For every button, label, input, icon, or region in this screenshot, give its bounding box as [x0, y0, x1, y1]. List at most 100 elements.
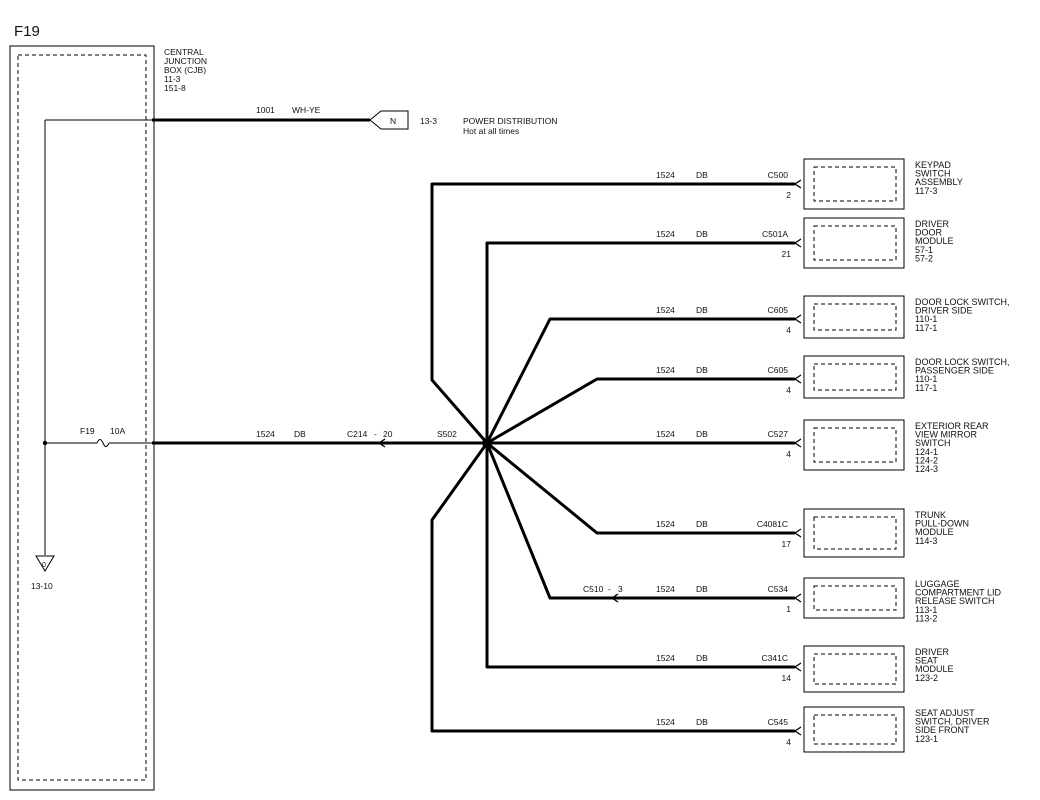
component-box — [803, 419, 905, 471]
cjb-label-line: JUNCTION — [164, 56, 207, 66]
branch-circuit: 1524 — [656, 305, 675, 315]
branch-connector: C605 — [768, 365, 789, 375]
component-description: 117-3 — [915, 186, 937, 196]
component-inner-box — [813, 225, 897, 261]
branch-color: DB — [696, 519, 708, 529]
branch-color: DB — [696, 365, 708, 375]
component-description: SWITCH — [915, 169, 951, 179]
component-box — [803, 645, 905, 693]
branch-connector-arrow — [793, 238, 802, 248]
branch-color: DB — [696, 653, 708, 663]
branch-connector: C501A — [762, 229, 788, 239]
power-page-ref: 13-3 — [420, 116, 437, 126]
branch-wire — [486, 377, 795, 445]
component-inner-box — [813, 585, 897, 611]
component-description: 114-3 — [915, 536, 937, 546]
branch-inline-connector: C510 — [583, 584, 604, 594]
branch-connector-arrow — [793, 374, 802, 384]
power-terminal-letter: N — [390, 116, 396, 126]
component-inner-box — [813, 714, 897, 745]
cjb-inner-box — [17, 54, 147, 781]
branch-connector: C605 — [768, 305, 789, 315]
component-inner-box — [813, 166, 897, 202]
branch-circuit: 1524 — [656, 170, 675, 180]
component-description: 124-2 — [915, 455, 938, 465]
branch-inline-dash: - — [608, 584, 611, 594]
branch-pin: 14 — [782, 673, 792, 683]
component-description: 117-1 — [915, 323, 937, 333]
component-description: 110-1 — [915, 374, 937, 384]
component-description: 124-3 — [915, 464, 938, 474]
component-description: DRIVER SIDE — [915, 306, 973, 316]
branch-pin: 4 — [786, 385, 791, 395]
branch-color: DB — [696, 305, 708, 315]
power-circuit-label: 1001 — [256, 105, 275, 115]
power-terminal-tag — [369, 110, 409, 130]
branch-connector: C341C — [762, 653, 788, 663]
branch-pin: 4 — [786, 737, 791, 747]
component-description: SWITCH — [915, 438, 951, 448]
cjb-label-line: BOX (CJB) — [164, 65, 206, 75]
component-box — [803, 158, 905, 210]
component-description: 123-1 — [915, 734, 938, 744]
component-description: DOOR LOCK SWITCH, — [915, 297, 1010, 307]
component-description: 124-1 — [915, 447, 938, 457]
component-description: COMPARTMENT LID — [915, 588, 1002, 598]
branch-connector-arrow — [793, 593, 802, 603]
branch-circuit: 1524 — [656, 229, 675, 239]
cjb-label-line: CENTRAL — [164, 47, 204, 57]
cjb-label-line: 151-8 — [164, 83, 186, 93]
component-description: ASSEMBLY — [915, 177, 963, 187]
branch-connector: C4081C — [757, 519, 788, 529]
component-description: 57-1 — [915, 245, 933, 255]
branch-connector-arrow — [793, 314, 802, 324]
branch-color: DB — [696, 429, 708, 439]
power-title: POWER DISTRIBUTION — [463, 116, 557, 126]
branch-pin: 4 — [786, 325, 791, 335]
component-description: SEAT — [915, 656, 938, 666]
component-box — [803, 217, 905, 269]
component-description: PASSENGER SIDE — [915, 366, 994, 376]
branch-pin: 17 — [782, 539, 792, 549]
branch-circuit: 1524 — [656, 519, 675, 529]
branch-pin: 21 — [782, 249, 792, 259]
page-label: F19 — [14, 23, 40, 40]
branch-connector: C534 — [768, 584, 789, 594]
splice-label: S502 — [437, 429, 457, 439]
main-feed-color: DB — [294, 429, 306, 439]
component-description: 113-1 — [915, 605, 937, 615]
branch-connector: C500 — [768, 170, 789, 180]
branch-pin: 2 — [786, 190, 791, 200]
branch-color: DB — [696, 170, 708, 180]
component-description: TRUNK — [915, 510, 946, 520]
component-description: DOOR — [915, 228, 943, 238]
branch-circuit: 1524 — [656, 717, 675, 727]
branch-color: DB — [696, 229, 708, 239]
component-description: SIDE FRONT — [915, 725, 970, 735]
branch-wire — [485, 442, 795, 600]
branch-connector-arrow — [793, 726, 802, 736]
component-inner-box — [813, 653, 897, 685]
branch-inline-pin: 3 — [618, 584, 623, 594]
branch-connector-arrow — [793, 438, 802, 448]
component-description: PULL-DOWN — [915, 519, 969, 529]
component-description: DOOR LOCK SWITCH, — [915, 357, 1010, 367]
main-feed-circuit: 1524 — [256, 429, 275, 439]
branch-circuit: 1524 — [656, 365, 675, 375]
component-inner-box — [813, 363, 897, 391]
ground-triangle — [35, 555, 55, 572]
component-description: 57-2 — [915, 253, 933, 263]
main-feed-dash: - — [374, 429, 377, 439]
component-description: 123-2 — [915, 673, 938, 683]
fuse-symbol — [96, 439, 110, 447]
component-description: DRIVER — [915, 219, 950, 229]
branch-color: DB — [696, 717, 708, 727]
branch-connector-arrow — [793, 528, 802, 538]
component-description: 113-2 — [915, 613, 937, 623]
branch-pin: 4 — [786, 449, 791, 459]
branch-inline-arrow — [610, 593, 619, 603]
branch-wire — [430, 182, 795, 444]
main-feed-connector-arrow — [377, 438, 386, 448]
branch-circuit: 1524 — [656, 429, 675, 439]
component-box — [803, 508, 905, 558]
